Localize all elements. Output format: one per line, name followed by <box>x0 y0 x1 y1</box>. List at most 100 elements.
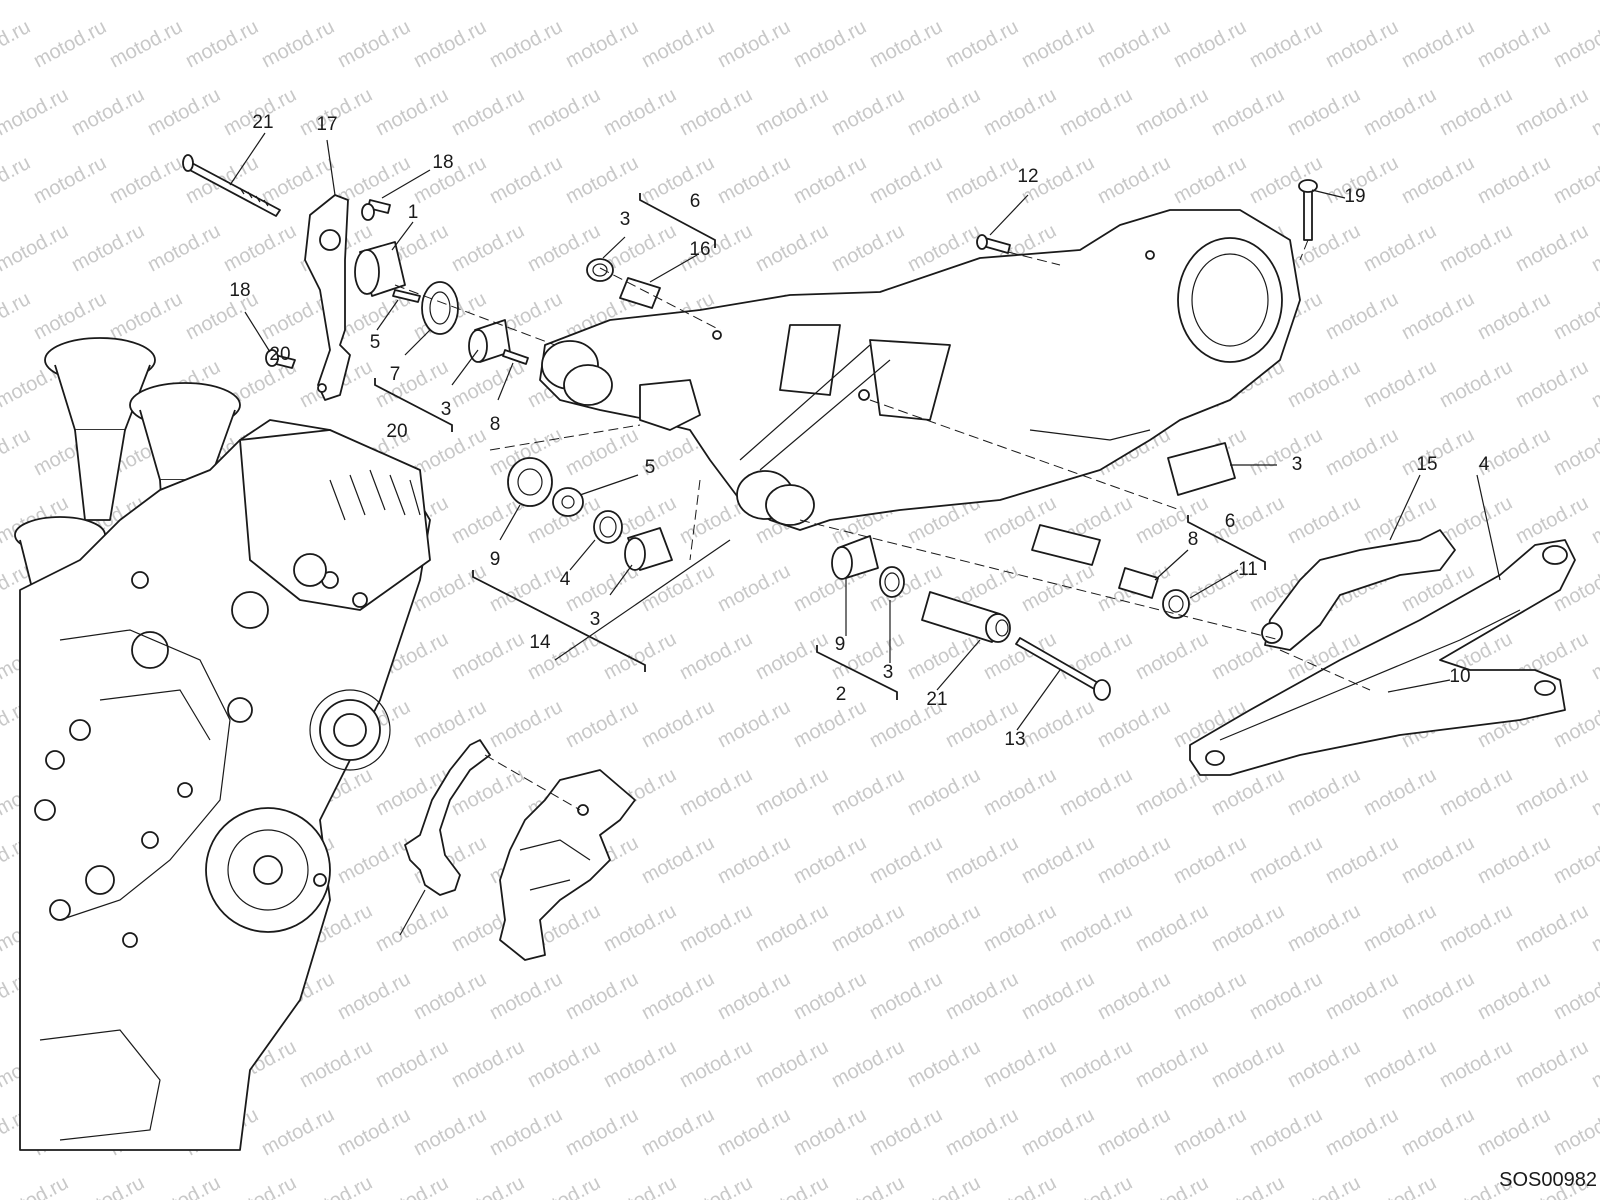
watermark-text: motod.ru <box>334 16 414 72</box>
watermark-text: motod.ru <box>638 560 718 616</box>
watermark-text: motod.ru <box>68 1172 148 1200</box>
watermark-text: motod.ru <box>638 16 718 72</box>
watermark-text: motod.ru <box>1018 968 1098 1024</box>
watermark-text: motod.ru <box>448 220 528 276</box>
watermark-text: motod.ru <box>1284 356 1364 412</box>
watermark-text: motod.ru <box>752 1036 832 1092</box>
watermark-text: motod.ru <box>1474 16 1554 72</box>
watermark-text: motod.ru <box>1512 1036 1592 1092</box>
callout-20: 20 <box>386 421 407 442</box>
group-brackets <box>374 193 1266 700</box>
watermark-text: motod.ru <box>904 1172 984 1200</box>
watermark-text: motod.ru <box>980 0 1060 4</box>
watermark-text: motod.ru <box>1512 84 1592 140</box>
watermark-text: motod.ru <box>1360 900 1440 956</box>
watermark-text: motod.ru <box>1550 968 1600 1024</box>
watermark-text: motod.ru <box>790 152 870 208</box>
watermark-text: motod.ru <box>980 1036 1060 1092</box>
watermark-text: motod.ru <box>1056 1036 1136 1092</box>
watermark-text: motod.ru <box>220 220 300 276</box>
watermark-text: motod.ru <box>1436 220 1516 276</box>
watermark-text: motod.ru <box>942 968 1022 1024</box>
watermark-text: motod.ru <box>752 0 832 4</box>
watermark-text: motod.ru <box>1132 492 1212 548</box>
watermark-text: motod.ru <box>372 1036 452 1092</box>
watermark-text: motod.ru <box>486 152 566 208</box>
watermark-text: motod.ru <box>562 696 642 752</box>
watermark-text: motod.ru <box>0 220 72 276</box>
sprocket-cover-gasket-10 <box>404 739 491 896</box>
watermark-text: motod.ru <box>1056 1172 1136 1200</box>
watermark-text: motod.ru <box>1398 968 1478 1024</box>
watermark-text: motod.ru <box>1284 220 1364 276</box>
watermark-text: motod.ru <box>372 0 452 4</box>
watermark-text: motod.ru <box>1360 1036 1440 1092</box>
watermark-text: motod.ru <box>1056 0 1136 4</box>
watermark-text: motod.ru <box>1094 152 1174 208</box>
watermark-text: motod.ru <box>68 0 148 4</box>
watermark-text: motod.ru <box>1056 764 1136 820</box>
watermark-text: motod.ru <box>980 900 1060 956</box>
watermark-text: motod.ru <box>220 1172 300 1200</box>
assembly-lines <box>394 239 1371 811</box>
watermark-text: motod.ru <box>904 1036 984 1092</box>
watermark-text: motod.ru <box>1284 0 1364 4</box>
watermark-text: motod.ru <box>448 1036 528 1092</box>
callout-13: 13 <box>1004 729 1025 750</box>
watermark-text: motod.ru <box>942 1104 1022 1160</box>
chain-guard-11 <box>1264 529 1456 651</box>
watermark-text: motod.ru <box>1170 832 1250 888</box>
watermark-text: motod.ru <box>714 560 794 616</box>
watermark-text: motod.ru <box>1322 288 1402 344</box>
watermark-text: motod.ru <box>1322 424 1402 480</box>
watermark-text: motod.ru <box>1550 1104 1600 1160</box>
callout-18: 18 <box>229 280 250 301</box>
watermark-text: motod.ru <box>1550 832 1600 888</box>
watermark-text: motod.ru <box>524 1172 604 1200</box>
watermark-text: motod.ru <box>828 1172 908 1200</box>
watermark-text: motod.ru <box>790 1104 870 1160</box>
watermark-text: motod.ru <box>144 1172 224 1200</box>
watermark-text: motod.ru <box>676 900 756 956</box>
watermark-text: motod.ru <box>1094 16 1174 72</box>
watermark-text: motod.ru <box>1246 424 1326 480</box>
watermark-text: motod.ru <box>714 832 794 888</box>
watermark-text: motod.ru <box>828 764 908 820</box>
callout-16: 16 <box>689 239 710 260</box>
watermark-text: motod.ru <box>600 628 680 684</box>
watermark-text: motod.ru <box>1512 356 1592 412</box>
callout-19: 19 <box>1344 186 1365 207</box>
watermark-text: motod.ru <box>1360 764 1440 820</box>
watermark-text: motod.ru <box>1322 968 1402 1024</box>
callout-15: 15 <box>1416 454 1437 475</box>
watermark-text: motod.ru <box>220 0 300 4</box>
watermark-text: motod.ru <box>1322 1104 1402 1160</box>
watermark-text: motod.ru <box>790 832 870 888</box>
watermark-text: motod.ru <box>1132 900 1212 956</box>
watermark-text: motod.ru <box>1474 1104 1554 1160</box>
watermark-text: motod.ru <box>752 220 832 276</box>
watermark-text: motod.ru <box>942 152 1022 208</box>
watermark-text: motod.ru <box>1474 288 1554 344</box>
watermark-text: motod.ru <box>828 220 908 276</box>
callout-9: 9 <box>835 634 846 655</box>
watermark-text: motod.ru <box>1018 1104 1098 1160</box>
watermark-text: motod.ru <box>790 16 870 72</box>
watermark-text: motod.ru <box>752 1172 832 1200</box>
watermark-text: motod.ru <box>106 16 186 72</box>
watermark-text: motod.ru <box>1588 900 1600 956</box>
watermark-text: motod.ru <box>106 288 186 344</box>
watermark-text: motod.ru <box>714 1104 794 1160</box>
watermark-text: motod.ru <box>980 84 1060 140</box>
watermark-text: motod.ru <box>1512 220 1592 276</box>
watermark-text: motod.ru <box>334 968 414 1024</box>
watermark-text: motod.ru <box>752 764 832 820</box>
watermark-text: motod.ru <box>1094 696 1174 752</box>
watermark-text: motod.ru <box>448 1172 528 1200</box>
watermark-text: motod.ru <box>1436 356 1516 412</box>
callout-6: 6 <box>690 191 701 212</box>
callout-10: 10 <box>1449 666 1470 687</box>
watermark-text: motod.ru <box>752 84 832 140</box>
